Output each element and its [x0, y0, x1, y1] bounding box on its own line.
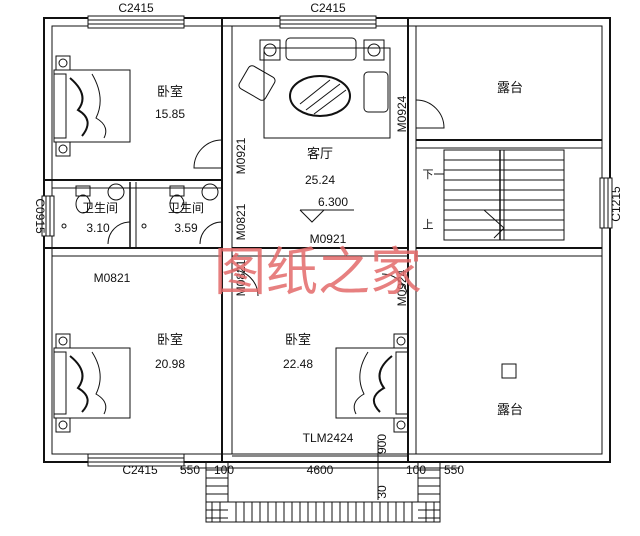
elevation-marker — [299, 209, 354, 223]
room-area-bedroom-top: 15.85 — [155, 107, 185, 121]
label-window-bottom-left: C2415 — [122, 463, 158, 477]
label-door-tlm: TLM2424 — [303, 431, 354, 445]
label-elevation: 6.300 — [318, 195, 348, 209]
watermark-text: 图纸之家 — [214, 243, 422, 303]
room-area-bedroom-mid: 22.48 — [283, 357, 313, 371]
room-area-living: 25.24 — [305, 173, 335, 187]
room-name-bath-1: 卫生间 — [82, 201, 118, 215]
bed-top-left — [53, 55, 131, 157]
room-name-bedroom-left: 卧室 — [157, 332, 183, 348]
room-name-living: 客厅 — [307, 146, 333, 162]
label-window-top-left: C2415 — [118, 1, 154, 15]
dim-vertical-b: 30 — [375, 485, 389, 499]
sofa-set — [238, 37, 391, 139]
label-door-m0821-a: M0821 — [234, 203, 248, 240]
label-door-m0821-c: M0821 — [234, 259, 248, 296]
room-area-bedroom-left: 20.98 — [155, 357, 185, 371]
room-name-terrace-bottom: 露台 — [497, 403, 523, 418]
label-door-m0921-a: M0921 — [234, 137, 248, 174]
room-area-bath-1: 3.10 — [86, 221, 110, 235]
dim-bottom-left: 550 — [180, 463, 200, 477]
bed-bottom-mid — [335, 333, 409, 433]
label-stair-up: 上 — [423, 218, 434, 231]
room-name-bath-2: 卫生间 — [168, 201, 204, 215]
staircase — [434, 149, 565, 241]
room-name-terrace-top: 露台 — [497, 81, 523, 96]
label-door-m0924-a: M0924 — [395, 95, 409, 132]
dim-bottom-right-a: 100 — [406, 463, 426, 477]
door-swings — [107, 99, 445, 301]
label-window-top-mid: C2415 — [310, 1, 346, 15]
room-name-bedroom-mid: 卧室 — [285, 332, 311, 348]
room-area-bath-2: 3.59 — [174, 221, 198, 235]
label-window-left: C0915 — [33, 198, 47, 234]
dim-bottom-mid: 4600 — [307, 463, 334, 477]
room-name-bedroom-top: 卧室 — [157, 84, 183, 100]
dim-bottom-right-b: 550 — [444, 463, 464, 477]
balcony-railing — [205, 461, 441, 523]
terrace-drain — [501, 363, 517, 379]
label-stair-down: 下 — [423, 168, 434, 181]
dimension-lines — [180, 440, 460, 500]
dim-bottom-left-b: 100 — [214, 463, 234, 477]
dim-vertical-a: 900 — [375, 434, 389, 454]
label-door-m0924-b: M0924 — [395, 269, 409, 306]
bath-fixtures — [61, 183, 219, 229]
windows — [41, 15, 613, 467]
label-door-m0921-b: M0921 — [310, 232, 347, 246]
bed-bottom-left — [53, 333, 131, 433]
label-door-m0821-b: M0821 — [94, 271, 131, 285]
label-window-right: C1215 — [609, 186, 623, 222]
